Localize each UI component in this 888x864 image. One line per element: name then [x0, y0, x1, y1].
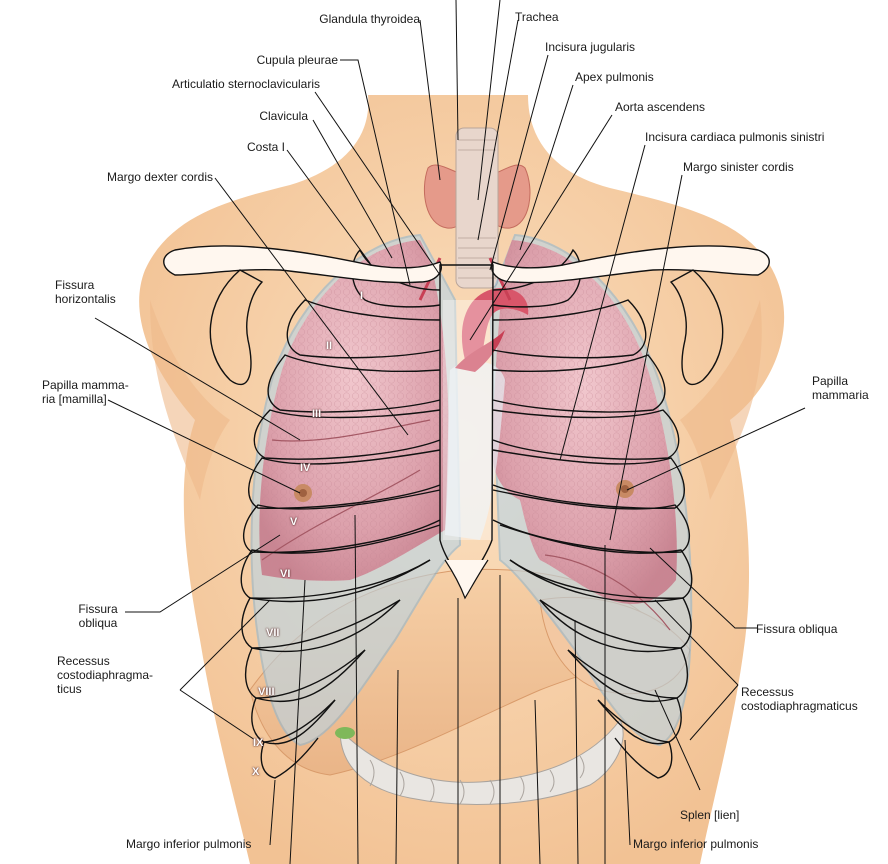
label-margo-sinister-cordis: Margo sinister cordis [683, 160, 794, 174]
right-oblique-fissure [261, 469, 421, 561]
right-clavicle [163, 245, 442, 284]
heart [445, 361, 505, 540]
tracheal-rings [458, 139, 496, 279]
label-costa-i: Costa I [246, 140, 285, 154]
label-recessus-sinister: Recessus costodiaphragmaticus [741, 685, 858, 713]
label-clavicula: Clavicula [259, 109, 308, 123]
label-margo-inferior-dexter: Margo inferior pulmonis [126, 837, 252, 851]
label-splen: Splen [lien] [680, 808, 740, 822]
rib-numeral: VII [266, 627, 280, 639]
gallbladder [335, 727, 355, 739]
rib-numeral: III [312, 408, 322, 420]
label-apex-pulmonis: Apex pulmonis [575, 70, 654, 84]
left-scapula [669, 269, 724, 386]
label-trachea: Trachea [515, 10, 559, 24]
leader-lines [94, 0, 806, 864]
left-lung-texture [491, 240, 677, 604]
rib-numeral: VIII [258, 686, 275, 698]
label-incisura-jugularis: Incisura jugularis [545, 40, 636, 54]
right-horizontal-fissure [271, 419, 431, 442]
rib-numeral: VI [280, 568, 291, 580]
label-recessus-dexter: Recessus costodiaphragma- ticus [57, 654, 154, 696]
rib-numeral: I [360, 290, 364, 302]
left-shoulder-shade [150, 300, 230, 500]
colon-haustra [369, 755, 585, 805]
left-nipple-center [621, 485, 629, 493]
label-glandula-thyroidea: Glandula thyroidea [319, 12, 420, 26]
rib-numeral: IV [300, 462, 311, 474]
colon [339, 719, 624, 805]
label-margo-inferior-sinister: Margo inferior pulmonis [633, 837, 759, 851]
rib-numeral: II [326, 340, 333, 352]
right-nipple-center [299, 489, 307, 497]
sternum [443, 300, 493, 540]
left-ribs [492, 248, 693, 779]
rib-numeral: V [290, 516, 298, 528]
rib-numeral: IX [253, 737, 264, 749]
right-scapula [209, 269, 264, 386]
label-fissura-horizontalis: Fissura horizontalis [55, 278, 116, 306]
label-papilla-mammaria-dextra: Papilla mamma- ria [mamilla] [42, 378, 129, 406]
label-aorta-ascendens: Aorta ascendens [615, 100, 706, 114]
right-shoulder-shade [680, 300, 762, 500]
rib-numeral: X [252, 766, 260, 778]
label-cupula-pleurae: Cupula pleurae [256, 53, 338, 67]
label-papilla-mammaria-sinistra: Papilla mammaria [812, 374, 869, 402]
label-fissura-obliqua-dextra: Fissura obliqua [78, 602, 118, 630]
left-oblique-fissure [544, 554, 671, 631]
xiphoid [444, 559, 489, 600]
label-fissura-obliqua-sinistra: Fissura obliqua [756, 622, 838, 636]
label-margo-dexter-cordis: Margo dexter cordis [106, 170, 213, 184]
label-articulatio-sternoclavicularis: Articulatio sternoclavicularis [171, 77, 320, 91]
label-incisura-cardiaca: Incisura cardiaca pulmonis sinistri [645, 130, 825, 144]
left-clavicle [491, 245, 770, 284]
